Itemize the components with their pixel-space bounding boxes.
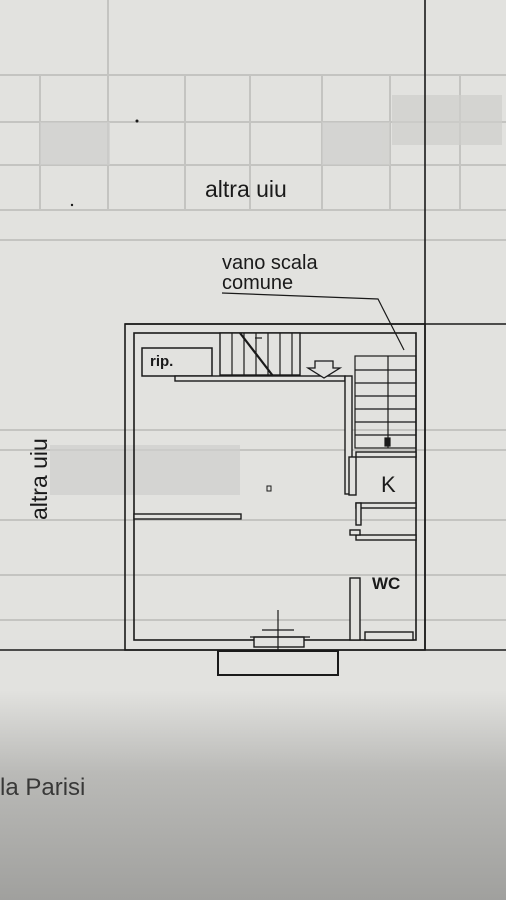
entrance-step xyxy=(217,650,339,676)
label-kitchen: K xyxy=(381,472,396,497)
stair-flight-upper xyxy=(231,332,293,377)
stair-leader-line xyxy=(221,292,405,351)
label-stairwell-line2: comune xyxy=(222,272,294,294)
label-stairwell-line1: vano scala xyxy=(222,252,318,274)
faint-shadow-blocks xyxy=(40,95,502,495)
label-neighbor-unit-left: altra uiu xyxy=(26,438,52,520)
center-mark xyxy=(266,485,272,492)
label-street: la Parisi xyxy=(0,774,86,801)
internal-partitions xyxy=(133,332,417,648)
storage-room xyxy=(141,347,213,377)
entrance-door xyxy=(250,610,310,652)
label-neighbor-unit-top: altra uiu xyxy=(205,176,287,202)
stair-arrow xyxy=(305,360,343,379)
stair-flight-right xyxy=(354,355,417,449)
label-storage: rip. xyxy=(150,353,174,370)
label-bathroom: WC xyxy=(372,574,401,593)
stray-dot xyxy=(135,119,139,123)
stray-dot xyxy=(70,203,74,207)
